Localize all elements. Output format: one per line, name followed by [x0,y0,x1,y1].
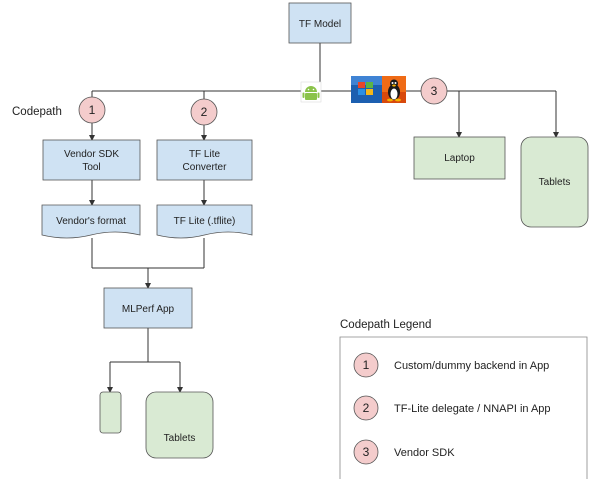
legend-item-2-label: TF-Lite delegate / NNAPI in App [394,403,551,415]
codepath-marker-3: 3 [420,77,448,105]
codepath-label: Codepath [12,106,62,118]
codepath-marker-2: 2 [190,98,218,126]
vendor-sdk-tool-line1: Vendor SDK [64,149,119,160]
tflite-file-label: TF Lite (.tflite) [174,216,236,227]
tflite-converter-node: TF Lite Converter [156,139,253,181]
windows-icon [351,76,382,103]
legend-item-1-label: Custom/dummy backend in App [394,360,549,372]
codepath-legend: Codepath Legend 1 Custom/dummy backend i… [339,319,588,479]
mlperf-app-node: MLPerf App [103,287,193,329]
codepath-marker-1: 1 [78,96,106,124]
legend-item-2: 2 TF-Lite delegate / NNAPI in App [353,395,551,421]
tflite-converter-line1: TF Lite [189,149,221,160]
legend-marker-1-number: 1 [363,358,370,372]
mlperf-app-label: MLPerf App [122,304,175,315]
vendor-format-label: Vendor's format [56,216,126,227]
connectors [89,43,559,393]
tf-model-node: TF Model [288,2,352,44]
legend-item-3: 3 Vendor SDK [353,439,455,465]
legend-marker-3 [353,439,379,465]
tflite-file-document: TF Lite (.tflite) [156,204,253,239]
tf-model-label: TF Model [299,19,341,30]
codepath-marker-1-number: 1 [89,103,96,117]
vendor-format-document: Vendor's format [41,204,141,239]
legend-item-3-label: Vendor SDK [394,447,455,459]
vendor-sdk-tool-node: Vendor SDK Tool [42,139,141,181]
tablets-right-label: Tablets [539,177,571,188]
phone-device [99,391,122,434]
tablets-right-device: Tablets [520,136,589,228]
legend-marker-3-number: 3 [363,445,370,459]
legend-item-1: 1 Custom/dummy backend in App [353,352,549,378]
legend-marker-2 [353,395,379,421]
laptop-device: Laptop [413,136,506,180]
codepath-marker-3-number: 3 [431,84,438,98]
legend-marker-2-number: 2 [363,401,370,415]
legend-frame [339,336,588,479]
tflite-converter-line2: Converter [183,162,228,173]
tablets-bottom-device: Tablets [145,391,214,459]
tablets-bottom-label: Tablets [164,433,196,444]
legend-marker-1 [353,352,379,378]
linux-tux-icon [382,76,406,103]
vendor-sdk-tool-line2: Tool [82,162,100,173]
laptop-label: Laptop [444,153,475,164]
codepath-marker-2-number: 2 [201,105,208,119]
legend-title: Codepath Legend [340,319,431,331]
android-icon [300,81,322,103]
